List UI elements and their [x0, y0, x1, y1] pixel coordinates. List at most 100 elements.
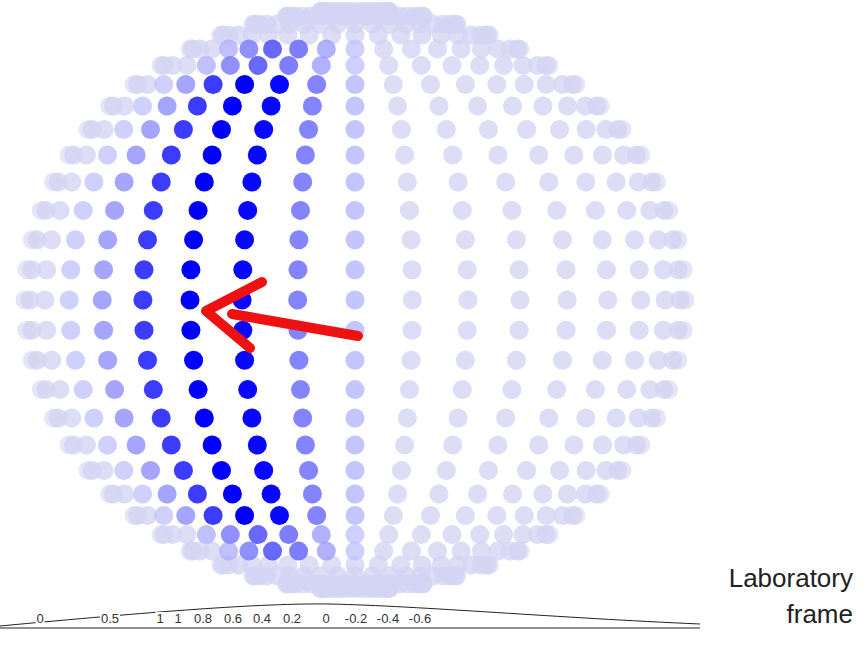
sphere-dot — [412, 56, 431, 75]
sphere-dot — [93, 291, 112, 310]
sphere-dot — [203, 436, 222, 455]
sphere-dot — [596, 120, 615, 139]
sphere-dot — [640, 201, 659, 220]
sphere-dot — [262, 97, 281, 116]
sphere-dot — [133, 485, 152, 504]
sphere-dot — [576, 173, 595, 192]
sphere-dot — [631, 291, 650, 310]
sphere-dot — [291, 380, 310, 399]
sphere-dot — [203, 146, 222, 165]
sphere-dot — [449, 173, 468, 192]
sphere-dot — [95, 120, 114, 139]
sphere-dot — [242, 409, 261, 428]
sphere-dot — [539, 173, 558, 192]
sphere-dot — [296, 436, 315, 455]
sphere-dot — [510, 321, 529, 340]
sphere-dot — [152, 409, 171, 428]
sphere-dot — [488, 436, 507, 455]
sphere-dot — [503, 485, 522, 504]
sphere-dot — [553, 506, 572, 525]
sphere-dot — [263, 39, 282, 58]
sphere-dot — [649, 351, 668, 370]
axis-tick-label: 0.2 — [282, 612, 302, 626]
sphere-dot — [51, 201, 70, 220]
sphere-dot — [303, 97, 322, 116]
sphere-dot — [630, 260, 649, 279]
sphere-dot — [629, 173, 648, 192]
sphere-dot — [437, 461, 456, 480]
sphere-dot — [374, 542, 393, 561]
sphere-dot — [42, 351, 61, 370]
sphere-dot — [557, 321, 576, 340]
sphere-dot — [77, 436, 96, 455]
sphere-dot — [384, 75, 403, 94]
sphere-dot — [564, 146, 583, 165]
sphere-dot — [403, 260, 422, 279]
sphere-dot — [443, 56, 462, 75]
sphere-dot — [593, 146, 612, 165]
sphere-dot — [212, 120, 231, 139]
sphere-dot — [133, 97, 152, 116]
sphere-dot — [607, 409, 626, 428]
sphere-dot — [42, 351, 61, 370]
sphere-dot — [144, 201, 163, 220]
sphere-dot — [515, 506, 534, 525]
sphere-dot — [289, 351, 308, 370]
sphere-dot — [630, 321, 649, 340]
sphere-dot — [402, 39, 421, 58]
sphere-dot — [374, 39, 393, 58]
sphere-dot — [586, 201, 605, 220]
sphere-dot — [74, 380, 93, 399]
sphere-dot — [249, 525, 268, 544]
sphere-dot — [239, 542, 258, 561]
sphere-dot — [37, 321, 56, 340]
sphere-dot — [514, 525, 533, 544]
sphere-dot — [181, 260, 200, 279]
sphere-dot — [248, 146, 267, 165]
sphere-dot — [654, 260, 673, 279]
sphere-dot — [162, 146, 181, 165]
sphere-dot — [114, 461, 133, 480]
sphere-dot — [558, 291, 577, 310]
sphere-dot — [558, 485, 577, 504]
sphere-dot — [374, 39, 393, 58]
sphere-dot — [443, 436, 462, 455]
sphere-dot — [617, 201, 636, 220]
sphere-dot — [158, 97, 177, 116]
sphere-dot — [597, 321, 616, 340]
sphere-dot — [558, 97, 577, 116]
sphere-dot — [550, 120, 569, 139]
sphere-dot — [105, 201, 124, 220]
sphere-dot — [458, 321, 477, 340]
sphere-dot — [468, 485, 487, 504]
sphere-dot — [617, 380, 636, 399]
sphere-dot — [488, 146, 507, 165]
sphere-dot — [395, 146, 414, 165]
sphere-dot — [203, 542, 222, 561]
sphere-dot — [553, 506, 572, 525]
sphere-dot — [496, 173, 515, 192]
sphere-dot — [379, 56, 398, 75]
sphere-dot — [242, 173, 261, 192]
sphere-dot — [37, 321, 56, 340]
sphere-dot — [479, 120, 498, 139]
sphere-dot — [470, 56, 489, 75]
sphere-dot — [84, 409, 103, 428]
sphere-dot — [429, 485, 448, 504]
sphere-dot — [346, 461, 365, 480]
sphere-dot — [576, 97, 595, 116]
sphere-dot — [195, 173, 214, 192]
sphere-dot — [77, 436, 96, 455]
sphere-dot — [429, 97, 448, 116]
sphere-dot — [533, 97, 552, 116]
sphere-dot — [135, 260, 154, 279]
sphere-dot — [37, 260, 56, 279]
sphere-dot — [346, 525, 365, 544]
sphere-dot — [289, 542, 308, 561]
sphere-dot — [547, 201, 566, 220]
sphere-dot — [449, 409, 468, 428]
sphere-dot — [203, 146, 222, 165]
sphere-dot — [317, 542, 336, 561]
sphere-dot — [141, 461, 160, 480]
